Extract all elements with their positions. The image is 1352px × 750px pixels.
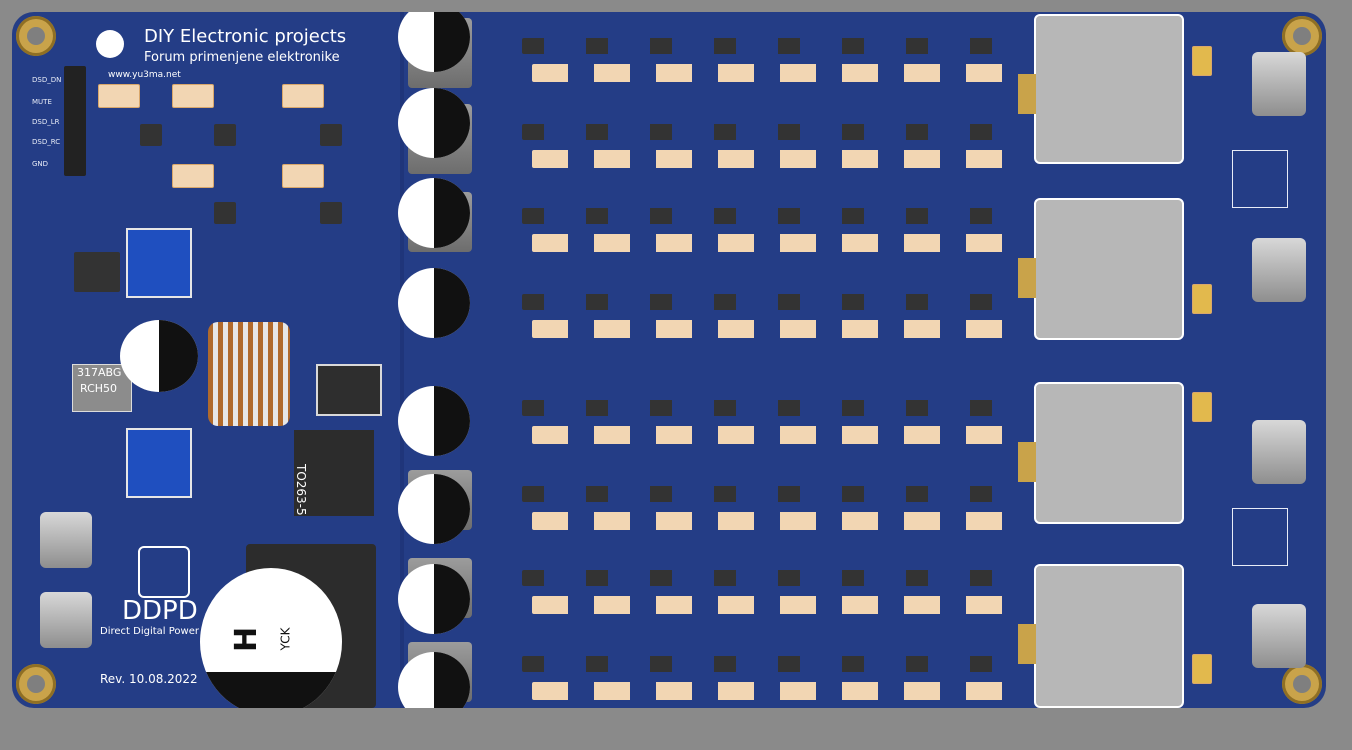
brand-subtitle: Forum primenjene elektronike (144, 50, 340, 65)
electrolytic-capacitor (120, 320, 198, 392)
component-row (492, 34, 1032, 82)
mounting-hole-bottom-left (16, 664, 56, 704)
inductor-module (1018, 564, 1184, 708)
electrolytic-capacitor (398, 12, 470, 72)
connector-footprint (1232, 508, 1288, 566)
ic-chip (320, 202, 342, 224)
ic-chip (214, 202, 236, 224)
big-cap-text: YCK (278, 627, 293, 651)
diode (316, 364, 382, 416)
electrolytic-capacitor (398, 178, 470, 248)
separator-trace (400, 12, 404, 708)
pin-label: GND (32, 160, 49, 168)
component-row (492, 566, 1032, 614)
pin-label: MUTE (32, 98, 52, 106)
screw-terminal (40, 512, 92, 568)
ic-chip (214, 124, 236, 146)
smd-component (172, 84, 214, 108)
component-row (492, 396, 1032, 444)
screw-terminal (40, 592, 92, 648)
pin-header (64, 66, 86, 176)
inductor-module (1018, 382, 1184, 524)
chip-logo-icon (138, 546, 190, 598)
connector-footprint (1232, 150, 1288, 208)
smd-component (1192, 392, 1212, 422)
electrolytic-capacitor (398, 564, 470, 634)
regulator-chip (72, 364, 132, 412)
inductor-module (1018, 198, 1184, 340)
pcb-board: DIY Electronic projects Forum primenjene… (12, 12, 1326, 708)
gear-logo-icon (96, 30, 124, 58)
ic-chip (74, 252, 120, 292)
trimmer-potentiometer (126, 228, 192, 298)
component-row (492, 482, 1032, 530)
product-logo: DDPD (122, 596, 198, 626)
smd-component (98, 84, 140, 108)
smd-component (282, 84, 324, 108)
mounting-hole-top-left (16, 16, 56, 56)
smd-component (1192, 46, 1212, 76)
to263-regulator (294, 430, 374, 516)
big-cap-mark: H (229, 626, 265, 653)
electrolytic-capacitor (398, 474, 470, 544)
toroid-inductor (208, 322, 290, 426)
mounting-hole-bottom-right (1282, 664, 1322, 704)
product-name: Direct Digital Power (100, 626, 199, 637)
regulator-label-line2: RCH50 (80, 382, 118, 395)
screw-terminal (1252, 604, 1306, 668)
smd-component (172, 164, 214, 188)
pin-label: DSD_DN (32, 76, 62, 84)
pin-label: DSD_RC (32, 138, 61, 146)
screw-terminal (1252, 238, 1306, 302)
smd-component (1192, 654, 1212, 684)
component-row (492, 204, 1032, 252)
inductor-module (1018, 14, 1184, 164)
brand-title: DIY Electronic projects (144, 26, 347, 47)
big-electrolytic-capacitor (200, 568, 342, 708)
mounting-hole-top-right (1282, 16, 1322, 56)
electrolytic-capacitor (398, 386, 470, 456)
component-row (492, 652, 1032, 700)
component-row (492, 290, 1032, 338)
electrolytic-capacitor (398, 652, 470, 708)
component-row (492, 120, 1032, 168)
ic-chip (320, 124, 342, 146)
package-label: TO263-5 (294, 464, 308, 516)
electrolytic-capacitor (398, 88, 470, 158)
trimmer-potentiometer (126, 428, 192, 498)
pin-label: DSD_LR (32, 118, 60, 126)
smd-component (282, 164, 324, 188)
smd-component (1192, 284, 1212, 314)
regulator-label-line1: 317ABG (77, 366, 122, 379)
revision-label: Rev. 10.08.2022 (100, 672, 198, 686)
screw-terminal (1252, 420, 1306, 484)
electrolytic-capacitor (398, 268, 470, 338)
website-label: www.yu3ma.net (108, 70, 181, 80)
screw-terminal (1252, 52, 1306, 116)
ic-chip (140, 124, 162, 146)
